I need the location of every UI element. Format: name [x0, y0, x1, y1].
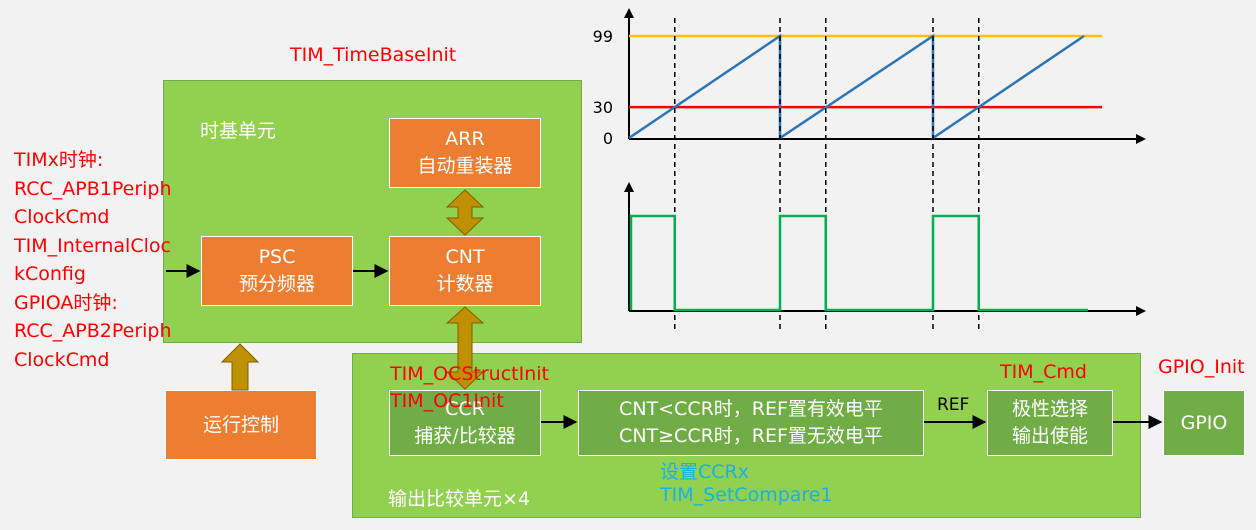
run-control-up-arrow — [220, 343, 260, 391]
clock-config-line: GPIOA时钟: — [14, 291, 118, 314]
arr-cnt-double-arrow — [445, 189, 485, 236]
ccr-block-subtitle: 捕获/比较器 — [414, 425, 516, 447]
pwm-y-axis-arrowhead — [624, 182, 634, 192]
pwm-waveform — [629, 214, 1088, 312]
ccr-block: CCR 捕获/比较器 — [389, 390, 541, 456]
polarity-block: 极性选择输出使能 — [987, 390, 1113, 456]
tim-cmd-label: TIM_Cmd — [1000, 361, 1087, 383]
clock-config-line: TIM_InternalCloc — [14, 234, 171, 257]
clock-config-label: TIMx时钟: RCC_APB1Periph ClockCmd TIM_Inte… — [14, 146, 172, 374]
clock-config-line: ClockCmd — [14, 206, 110, 228]
counter-x-axis-arrowhead — [1136, 134, 1146, 144]
compare-logic-line: CNT<CCR时，REF置有效电平 — [619, 398, 883, 420]
gpio-label: GPIO — [1180, 411, 1228, 434]
cnt-ccr-double-arrow — [445, 306, 485, 390]
counter-sawtooth — [628, 33, 1085, 141]
compare-logic-block: CNT<CCR时，REF置有效电平 CNT≥CCR时，REF置无效电平 — [578, 390, 924, 456]
clock-config-line: kConfig — [14, 263, 86, 285]
gpio-block: GPIO — [1163, 390, 1245, 456]
y-tick-label: 30 — [593, 98, 613, 117]
arr-block-title: ARR — [445, 128, 485, 150]
psc-block: PSC 预分频器 — [201, 236, 353, 306]
run-control-block: 运行控制 — [165, 390, 317, 460]
clock-config-line: TIMx时钟: — [14, 149, 104, 171]
run-control-label: 运行控制 — [202, 413, 279, 436]
ccr-block-title: CCR — [445, 398, 485, 420]
arr-block-subtitle: 自动重装器 — [417, 155, 513, 177]
y-tick-label: 0 — [603, 129, 613, 148]
polarity-block-subtitle: 输出使能 — [1011, 425, 1088, 447]
compare-logic-line: CNT≥CCR时，REF置无效电平 — [619, 425, 883, 447]
clock-config-line: RCC_APB1Periph — [14, 177, 172, 200]
set-compare-label: TIM_SetCompare1 — [660, 484, 833, 506]
cnt-block-subtitle: 计数器 — [436, 273, 494, 295]
psc-block-subtitle: 预分频器 — [238, 273, 315, 295]
time-base-init-label: TIM_TimeBaseInit — [290, 44, 457, 66]
set-ccr-label: 设置CCRx — [660, 461, 749, 483]
pwm-x-axis-arrowhead — [1136, 306, 1146, 316]
oc-struct-init-label: TIM_OCStructInit — [390, 363, 549, 385]
clock-config-line: RCC_APB2Periph — [14, 320, 172, 342]
cnt-block-title: CNT — [445, 246, 485, 268]
y-tick-label: 99 — [593, 27, 613, 46]
clock-config-line: ClockCmd — [14, 348, 110, 371]
time-base-unit-label: 时基单元 — [200, 120, 277, 142]
polarity-block-title: 极性选择 — [1011, 398, 1088, 420]
output-compare-unit-label: 输出比较单元×4 — [388, 488, 531, 510]
arr-block: ARR 自动重装器 — [389, 118, 541, 188]
oc1-init-label: TIM_OC1Init — [390, 390, 504, 412]
counter-y-axis-arrowhead — [624, 8, 634, 18]
gpio-init-label: GPIO_Init — [1158, 356, 1245, 378]
timing-chart: 99 30 0 — [593, 8, 1146, 330]
psc-block-title: PSC — [258, 246, 296, 268]
ref-label: REF — [937, 395, 970, 415]
cnt-block: CNT 计数器 — [389, 236, 541, 306]
